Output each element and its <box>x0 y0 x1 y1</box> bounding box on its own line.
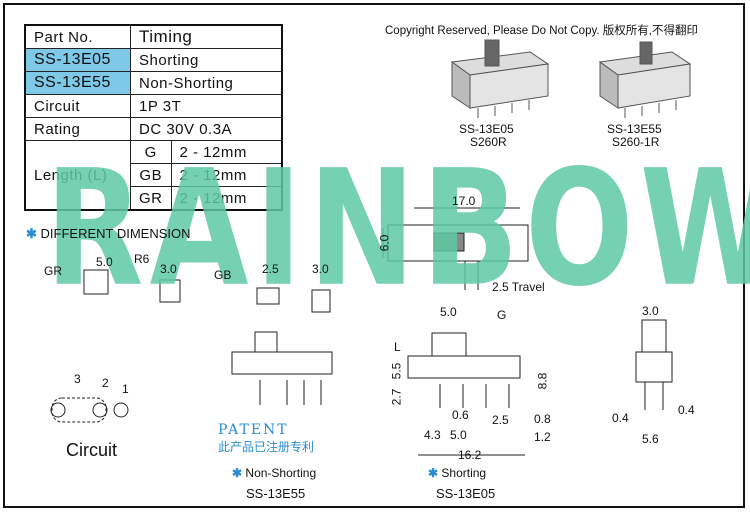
length-label: Length (L) <box>24 140 131 211</box>
product-model-1: S260R <box>470 135 507 149</box>
timing-cell: Non-Shorting <box>130 71 283 95</box>
circuit-value: 1P 3T <box>130 94 283 118</box>
different-dimension-label: DIFFERENT DIMENSION <box>40 226 191 241</box>
dim-2-7: 2.7 <box>389 388 404 406</box>
dim-gb: GB <box>214 268 232 282</box>
front-view-non-shorting <box>231 331 333 405</box>
spec-table: Part No. Timing SS-13E05 Shorting SS-13E… <box>24 24 283 211</box>
header-timing: Timing <box>130 24 283 49</box>
non-shorting-label: Non-Shorting <box>245 466 317 480</box>
dim-5-6: 5.6 <box>642 432 659 446</box>
circuit-label: Circuit <box>24 94 131 118</box>
header-part-no: Part No. <box>24 24 131 49</box>
dim-17-0: 17.0 <box>452 194 476 208</box>
length-value: 2 - 12mm <box>170 140 283 164</box>
dim-l: L <box>394 340 401 354</box>
dim-8-8: 8.8 <box>535 372 550 390</box>
gr-detail <box>83 269 331 313</box>
dim-0-4: 0.4 <box>678 403 695 417</box>
dim-5-0: 5.0 <box>450 428 467 442</box>
dim-6-0: 6.0 <box>377 234 392 252</box>
shorting-part: SS-13E05 <box>436 486 496 501</box>
side-view <box>635 319 673 410</box>
asterisk-icon: ✱ <box>26 226 37 241</box>
switch-illustration-1 <box>450 39 550 118</box>
dim-1-2: 1.2 <box>534 430 551 444</box>
circuit-diagram <box>50 397 129 423</box>
copyright-notice: Copyright Reserved, Please Do Not Copy. … <box>385 25 698 37</box>
dim-4-3: 4.3 <box>424 428 441 442</box>
non-shorting-caption: ✱ Non-Shorting <box>232 466 316 480</box>
length-code: GB <box>130 163 172 187</box>
shorting-caption: ✱ Shorting <box>428 466 486 480</box>
top-view <box>382 207 529 290</box>
part-cell: SS-13E55 <box>24 71 131 95</box>
dim-0-8: 0.8 <box>534 412 551 426</box>
watermark-text: RAINBOW <box>45 136 750 323</box>
dim-16-2: 16.2 <box>458 448 482 462</box>
product-part-2: SS-13E55 <box>607 122 662 136</box>
circuit-label: Circuit <box>66 440 118 460</box>
length-value: 2 - 12mm <box>170 186 283 211</box>
dim-3-0: 3.0 <box>312 262 329 276</box>
switch-illustration-2 <box>598 41 692 118</box>
dim-travel: 2.5 Travel <box>492 280 545 294</box>
different-dimension-note: ✱ DIFFERENT DIMENSION <box>26 226 191 242</box>
dim-3-0: 3.0 <box>160 262 177 276</box>
dim-5-5: 5.5 <box>389 362 404 380</box>
dim-2-5: 2.5 <box>262 262 279 276</box>
shorting-label: Shorting <box>441 466 487 480</box>
dim-0-4: 0.4 <box>612 411 629 425</box>
length-code: GR <box>130 186 172 211</box>
rating-label: Rating <box>24 117 131 141</box>
asterisk-icon: ✱ <box>428 466 439 480</box>
patent-cn: 此产品已注册专利 <box>218 440 315 454</box>
patent-label: PATENT <box>218 422 289 438</box>
product-model-2: S260-1R <box>612 135 660 149</box>
part-cell: SS-13E05 <box>24 48 131 72</box>
dim-g: G <box>497 308 507 322</box>
dim-0-6: 0.6 <box>452 408 469 422</box>
product-part-1: SS-13E05 <box>459 122 514 136</box>
circuit-pin-2: 2 <box>102 376 109 390</box>
circuit-pin-3: 3 <box>74 372 81 386</box>
dim-2-5: 2.5 <box>492 413 509 427</box>
non-shorting-part: SS-13E55 <box>246 486 306 501</box>
front-view-shorting <box>407 332 525 456</box>
dim-gr: GR <box>44 264 62 278</box>
dim-r6: R6 <box>134 252 150 266</box>
asterisk-icon: ✱ <box>232 466 243 480</box>
length-value: 2 - 12mm <box>170 163 283 187</box>
dim-5-0: 5.0 <box>96 255 113 269</box>
page-border <box>3 3 745 508</box>
circuit-pin-1: 1 <box>122 382 129 396</box>
rating-value: DC 30V 0.3A <box>130 117 283 141</box>
dim-5-0: 5.0 <box>440 305 457 319</box>
dim-3-0: 3.0 <box>642 304 659 318</box>
